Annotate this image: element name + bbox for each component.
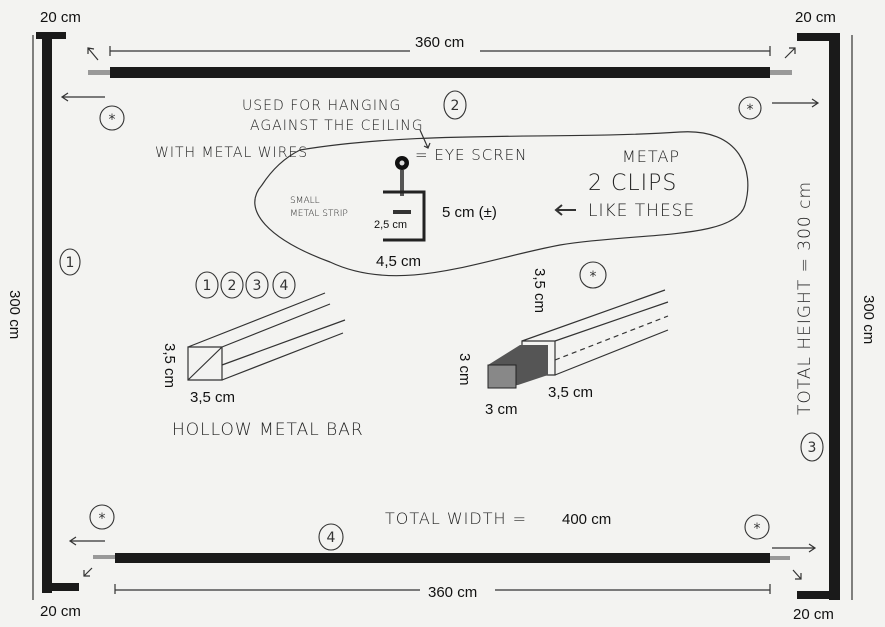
bottom-dimension-line: [114, 584, 771, 594]
svg-text:*: *: [109, 112, 116, 128]
part-number-2: 2: [443, 90, 467, 120]
clip-note-line2: AGAINST THE CEILING: [250, 118, 424, 134]
corner-bottom-left-label: 20 cm: [40, 603, 81, 620]
hollow-bar-width-label: 3,5 cm: [190, 389, 235, 406]
hollow-bar-drawing: [187, 292, 346, 381]
svg-text:*: *: [747, 102, 754, 118]
side-dimension-lines: [32, 35, 853, 600]
right-bar: [797, 33, 840, 600]
clip-note-line1: USED FOR HANGING: [242, 98, 401, 114]
top-span-label: 360 cm: [415, 34, 464, 51]
svg-text:*: *: [99, 511, 106, 527]
svg-text:3: 3: [253, 278, 262, 294]
right-height-label: 300 cm: [860, 295, 877, 344]
metal-strip-icon: [393, 210, 411, 214]
svg-text:1: 1: [66, 255, 75, 271]
svg-text:4: 4: [280, 278, 289, 294]
bottom-bar: [93, 553, 790, 563]
clip-metal-label: METAP: [622, 147, 680, 166]
part-number-4: 4: [318, 523, 344, 551]
top-bar: [88, 67, 792, 78]
corner-top-right-label: 20 cm: [795, 9, 836, 26]
part-number-3: 3: [800, 432, 824, 462]
arrow-icons: [60, 47, 820, 580]
corner-bottom-right-label: 20 cm: [793, 606, 834, 623]
part-number-1: 1: [59, 248, 81, 276]
svg-text:*: *: [754, 521, 761, 537]
hollow-bar-numbers: 1 2 3 4: [195, 271, 296, 299]
corner-top-left-label: 20 cm: [40, 9, 81, 26]
connector-outer-width-label: 3,5 cm: [548, 384, 593, 401]
top-dimension-line: [109, 46, 771, 56]
left-arrow-icon: [554, 204, 576, 216]
joint-star-icons: * * * * *: [89, 96, 770, 540]
bottom-span-label: 360 cm: [428, 584, 477, 601]
connector-drawing: [487, 289, 669, 389]
clip-callout-outline: [254, 131, 749, 277]
pointer-arrow-icon: [419, 129, 431, 149]
svg-text:*: *: [590, 269, 597, 285]
clip-bracket-icon: [383, 190, 426, 242]
clip-count-label: 2 CLIPS: [588, 171, 677, 196]
left-height-label: 300 cm: [6, 290, 23, 339]
clip-note-line3: WITH METAL WIRES: [155, 145, 308, 161]
left-bar: [36, 32, 79, 593]
svg-text:2: 2: [228, 278, 237, 294]
clip-width-label: 4,5 cm: [376, 253, 421, 270]
clip-like-these-label: LIKE THESE: [588, 201, 695, 221]
strip-label-line1: SMALL: [290, 196, 320, 206]
total-width-label: TOTAL WIDTH =: [385, 509, 527, 528]
total-height-label: TOTAL HEIGHT = 300 cm: [795, 181, 815, 415]
strip-width-label: 2,5 cm: [374, 219, 407, 231]
total-width-value: 400 cm: [562, 511, 611, 528]
eye-screw-icon: [395, 156, 409, 196]
clip-height-label: 5 cm (±): [442, 204, 497, 221]
svg-text:1: 1: [203, 278, 212, 294]
strip-label-line2: METAL STRIP: [290, 209, 348, 219]
svg-text:2: 2: [451, 98, 460, 114]
eye-screw-label: = EYE SCREN: [415, 146, 527, 164]
hollow-bar-label: HOLLOW METAL BAR: [172, 420, 364, 440]
svg-text:3: 3: [808, 440, 817, 456]
connector-inner-width-label: 3 cm: [485, 401, 518, 418]
connector-outer-height-label: 3,5 cm: [531, 268, 548, 313]
hollow-bar-height-label: 3,5 cm: [161, 343, 178, 388]
connector-inner-height-label: 3 cm: [456, 353, 473, 386]
svg-text:4: 4: [327, 530, 336, 546]
